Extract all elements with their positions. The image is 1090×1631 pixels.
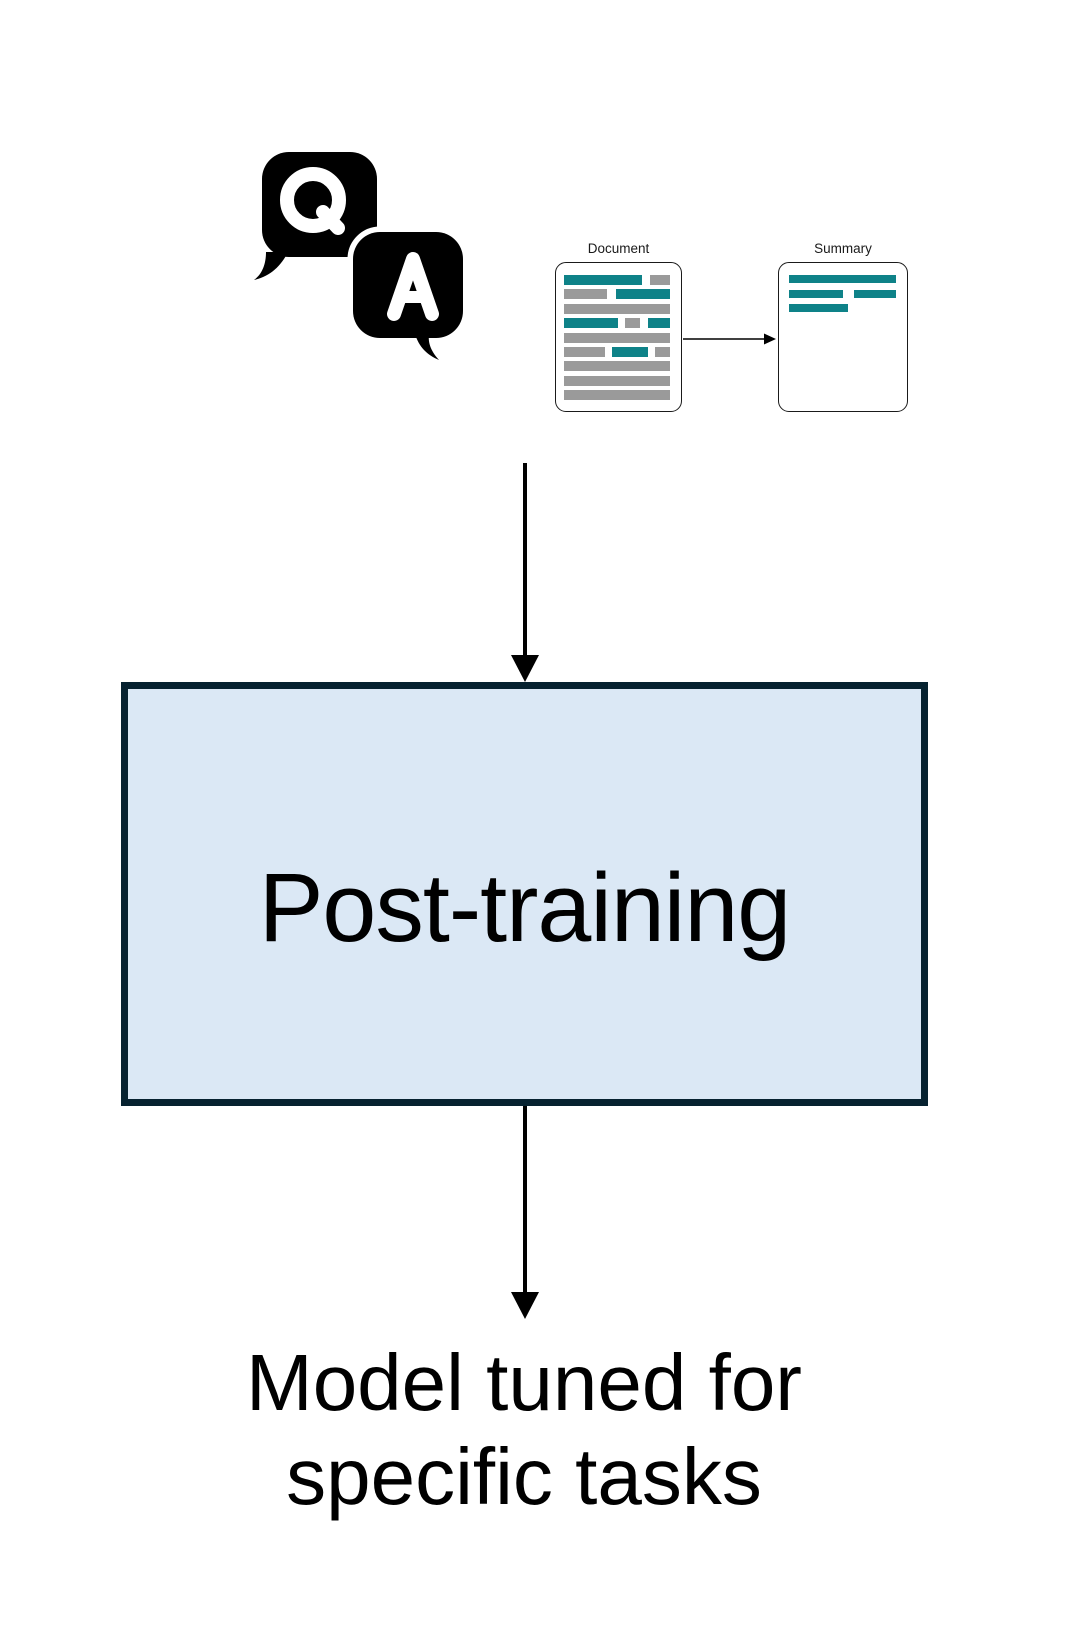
text-line-row <box>564 289 670 300</box>
text-line-row <box>564 375 670 386</box>
summary-card: Summary <box>778 241 908 412</box>
teal-text-bar <box>647 318 670 329</box>
gray-text-bar <box>564 390 670 401</box>
document-text-bars <box>564 275 670 401</box>
text-line-row <box>789 275 896 283</box>
gray-text-bar <box>564 289 608 300</box>
result-caption-line2: specific tasks <box>286 1432 762 1521</box>
data-to-posttraining-arrow-icon <box>511 463 539 682</box>
gray-text-bar <box>649 275 670 285</box>
teal-text-bar <box>615 289 670 300</box>
teal-text-bar <box>789 275 896 283</box>
teal-text-bar <box>789 304 848 312</box>
gray-text-bar <box>564 375 670 386</box>
qa-chat-bubbles-icon <box>254 152 465 366</box>
post-training-box: Post-training <box>121 682 928 1106</box>
teal-text-bar <box>564 275 643 285</box>
text-line-row <box>789 304 896 312</box>
text-line-row <box>564 332 670 343</box>
text-line-row <box>789 289 896 298</box>
posttraining-to-result-arrow-icon <box>511 1106 539 1319</box>
document-card-label: Document <box>587 241 650 256</box>
result-caption: Model tuned for specific tasks <box>0 1336 1048 1524</box>
teal-text-bar <box>854 289 896 298</box>
teal-text-bar <box>789 289 843 298</box>
gray-text-bar <box>655 346 670 357</box>
text-line-row <box>564 361 670 372</box>
teal-text-bar <box>612 346 649 357</box>
document-card: Document <box>555 241 682 412</box>
answer-bubble-icon <box>353 232 463 360</box>
post-training-label: Post-training <box>258 853 792 962</box>
gray-text-bar <box>564 332 670 343</box>
gray-text-bar <box>564 346 606 357</box>
teal-text-bar <box>564 318 619 329</box>
text-line-row <box>564 318 670 329</box>
result-caption-line1: Model tuned for <box>246 1338 802 1427</box>
document-to-summary-arrow-icon <box>683 333 776 345</box>
text-line-row <box>564 303 670 314</box>
summary-card-label: Summary <box>814 241 872 256</box>
question-bubble-icon <box>254 152 377 280</box>
text-line-row <box>564 390 670 401</box>
summary-text-bars <box>789 275 896 312</box>
text-line-row <box>564 346 670 357</box>
text-line-row <box>564 275 670 285</box>
gray-text-bar <box>564 361 670 372</box>
gray-text-bar <box>625 318 641 329</box>
gray-text-bar <box>564 303 670 314</box>
